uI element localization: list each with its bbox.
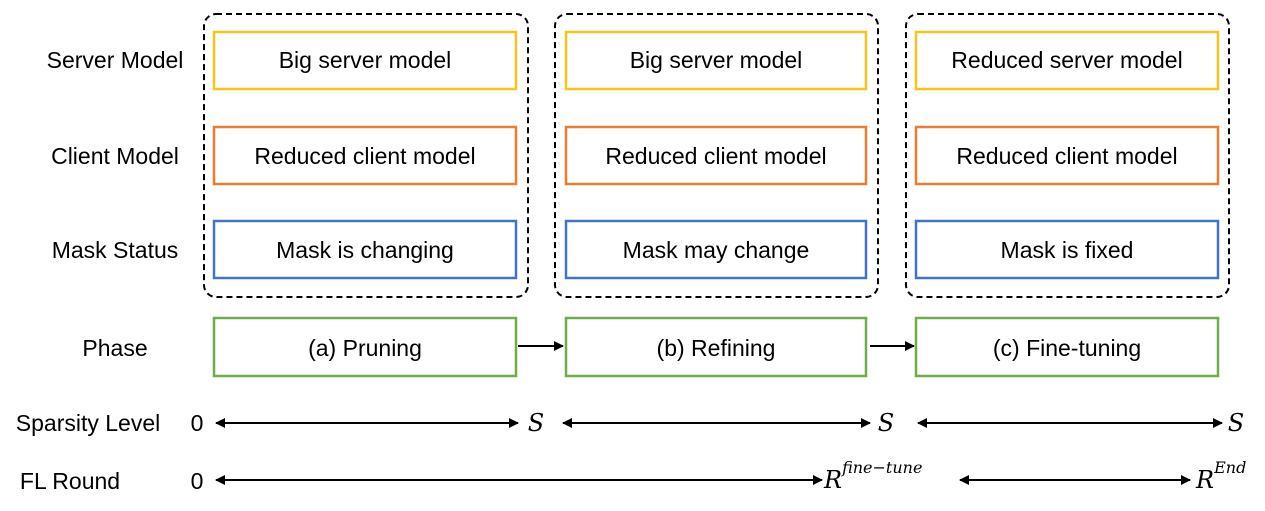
mask-box-label-fine-tuning: Mask is fixed bbox=[1001, 237, 1134, 263]
row-label-sparsity: Sparsity Level bbox=[16, 410, 160, 436]
client-box-label-fine-tuning: Reduced client model bbox=[956, 143, 1177, 169]
column-fine-tuning: Reduced server model Reduced client mode… bbox=[905, 13, 1230, 378]
sparsity-mark-fine-tuning: S bbox=[1228, 409, 1244, 437]
round-mark-fine-tune: Rfine−tune bbox=[823, 458, 922, 494]
group-outline-pruning bbox=[203, 13, 529, 298]
phase-box-label-fine-tuning: (c) Fine-tuning bbox=[993, 335, 1141, 361]
server-box-label-pruning: Big server model bbox=[279, 47, 452, 73]
round-mark-end: REnd bbox=[1195, 458, 1246, 494]
server-box-label-fine-tuning: Reduced server model bbox=[951, 47, 1182, 73]
column-pruning: Big server model Reduced client model Ma… bbox=[203, 13, 529, 378]
client-box-label-pruning: Reduced client model bbox=[254, 143, 475, 169]
row-label-server: Server Model bbox=[47, 47, 184, 73]
mask-box-label-refining: Mask may change bbox=[623, 237, 810, 263]
round-mark-end-base: R bbox=[1195, 466, 1214, 494]
client-box-fine-tuning bbox=[914, 125, 1220, 186]
row-label-phase: Phase bbox=[82, 335, 147, 361]
client-box-refining bbox=[564, 125, 868, 186]
round-mark-fine-tune-sup: fine−tune bbox=[841, 458, 922, 477]
phase-box-label-pruning: (a) Pruning bbox=[308, 335, 422, 361]
server-box-fine-tuning bbox=[914, 30, 1220, 91]
mask-box-label-pruning: Mask is changing bbox=[276, 237, 454, 263]
row-label-mask: Mask Status bbox=[52, 237, 179, 263]
phase-box-refining bbox=[564, 316, 868, 378]
column-refining: Big server model Reduced client model Ma… bbox=[554, 13, 879, 378]
row-label-client: Client Model bbox=[51, 143, 179, 169]
mask-box-pruning bbox=[212, 219, 518, 280]
round-mark-fine-tune-base: R bbox=[823, 466, 842, 494]
mask-box-fine-tuning bbox=[914, 219, 1220, 280]
sparsity-start-label: 0 bbox=[191, 410, 204, 436]
group-outline-refining bbox=[554, 13, 879, 298]
round-start-label: 0 bbox=[191, 468, 204, 494]
sparsity-mark-refining: S bbox=[878, 409, 894, 437]
phase-box-pruning bbox=[212, 316, 518, 378]
group-outline-fine-tuning bbox=[905, 13, 1230, 298]
client-box-label-refining: Reduced client model bbox=[605, 143, 826, 169]
phase-box-label-refining: (b) Refining bbox=[657, 335, 776, 361]
row-label-round: FL Round bbox=[20, 468, 120, 494]
phase-box-fine-tuning bbox=[914, 316, 1220, 378]
round-mark-end-sup: End bbox=[1213, 458, 1246, 477]
client-box-pruning bbox=[212, 125, 518, 186]
server-box-pruning bbox=[212, 30, 518, 91]
server-box-refining bbox=[564, 30, 868, 91]
server-box-label-refining: Big server model bbox=[630, 47, 803, 73]
sparsity-mark-pruning: S bbox=[528, 409, 544, 437]
mask-box-refining bbox=[564, 219, 868, 280]
